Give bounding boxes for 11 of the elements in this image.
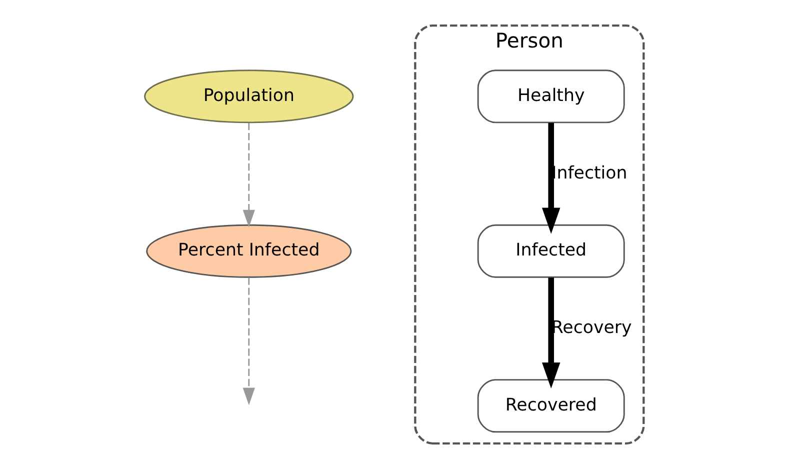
node-ellipse: Percent Infected xyxy=(146,224,352,278)
arrow xyxy=(542,278,560,389)
arrow xyxy=(242,122,255,228)
node-box: Infected xyxy=(477,224,625,278)
node-box: Recovered xyxy=(477,379,625,433)
node-box: Healthy xyxy=(477,70,625,124)
arrow xyxy=(242,278,255,406)
edge-label: Recovery xyxy=(551,318,632,338)
edge-label: Infection xyxy=(552,163,628,184)
arrow xyxy=(542,122,560,234)
node-ellipse: Population xyxy=(144,70,354,124)
